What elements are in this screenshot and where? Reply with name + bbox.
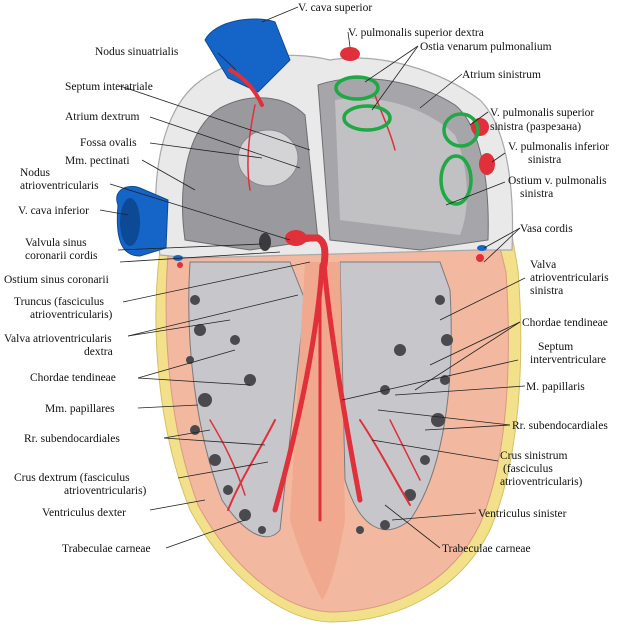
coronary-sinus-ostium	[259, 233, 271, 251]
label-valva-av-dextra-1: Valva atrioventricularis	[4, 333, 112, 345]
label-septum-interatriale: Septum interatriale	[65, 81, 153, 93]
label-ostia-venarum-pulmonalium: Ostia venarum pulmonalium	[420, 41, 552, 53]
label-mm-papillares: Mm. papillares	[45, 403, 115, 415]
label-nodus-sinuatrialis: Nodus sinuatrialis	[95, 46, 179, 58]
label-nodus-av-2: atrioventricularis	[20, 180, 99, 192]
pulmonary-ostia-highlights	[334, 75, 480, 206]
label-valva-av-sinistra-2: atrioventricularis	[530, 272, 609, 284]
label-m-papillaris: M. papillaris	[526, 381, 585, 393]
label-crus-dextrum-1: Crus dextrum (fasciculus	[14, 472, 130, 484]
label-nodus-av-1: Nodus	[20, 167, 51, 179]
label-ostium-v-pulmonalis-2: sinistra	[520, 188, 553, 200]
conduction-system	[209, 68, 421, 522]
label-valva-av-dextra-2: dextra	[84, 346, 113, 358]
label-rr-subendocardiales-left: Rr. subendocardiales	[512, 420, 608, 432]
label-valva-av-sinistra-3: sinistra	[530, 285, 563, 297]
label-v-pulmonalis-superior-sinistra-2: sinistra (разрезана)	[490, 121, 581, 133]
label-rr-subendocardiales-right: Rr. subendocardiales	[24, 433, 120, 445]
label-fossa-ovalis: Fossa ovalis	[80, 137, 137, 149]
label-trabeculae-carneae-right: Trabeculae carneae	[442, 543, 531, 555]
label-valvula-sinus-2: coronarii cordis	[25, 250, 98, 262]
label-crus-sinistrum-1: Crus sinistrum	[500, 450, 567, 462]
label-septum-interventriculare-1: Septum	[538, 341, 573, 353]
fossa-ovalis	[237, 129, 299, 187]
label-chordae-tendineae-right: Chordae tendineae	[30, 372, 116, 384]
label-crus-sinistrum-3: atrioventricularis)	[500, 476, 583, 488]
label-v-pulmonalis-inferior-sinistra-1: V. pulmonalis inferior	[508, 141, 609, 153]
vasa-cordis	[173, 245, 487, 268]
pulmonary-vein-left-inferior	[479, 153, 495, 175]
label-v-cava-inferior: V. cava inferior	[18, 205, 89, 217]
label-valvula-sinus-1: Valvula sinus	[25, 237, 87, 249]
label-trabeculae-carneae-left: Trabeculae carneae	[62, 543, 151, 555]
label-v-pulmonalis-inferior-sinistra-2: sinistra	[528, 154, 561, 166]
pulmonary-vein-right-superior	[340, 47, 360, 61]
label-v-pulmonalis-superior-dextra: V. pulmonalis superior dextra	[348, 27, 484, 39]
label-ostium-v-pulmonalis-1: Ostium v. pulmonalis	[508, 175, 607, 187]
interventricular-septum	[290, 262, 345, 600]
label-atrium-dextrum: Atrium dextrum	[65, 111, 139, 123]
label-ventriculus-dexter: Ventriculus dexter	[42, 507, 126, 519]
label-ostium-sinus-coronarii: Ostium sinus coronarii	[4, 274, 109, 286]
label-vasa-cordis: Vasa cordis	[520, 223, 573, 235]
left-atrium-shade	[335, 98, 467, 236]
label-valva-av-sinistra-1: Valva	[530, 259, 556, 271]
label-chordae-tendineae-left: Chordae tendineae	[522, 317, 608, 329]
label-truncus-1: Truncus (fasciculus	[14, 296, 104, 308]
av-node-knob	[285, 230, 307, 246]
label-truncus-2: atrioventricularis)	[30, 309, 113, 321]
label-v-pulmonalis-superior-sinistra-1: V. pulmonalis superior	[490, 107, 594, 119]
labels: V. cava superior Nodus sinuatrialis V. p…	[4, 2, 609, 555]
label-crus-sinistrum-2: (fasciculus	[503, 463, 553, 475]
label-septum-interventriculare-2: interventriculare	[530, 354, 606, 366]
label-crus-dextrum-2: atrioventricularis)	[64, 485, 147, 497]
right-ventricle-cavity	[188, 261, 306, 538]
label-v-cava-superior: V. cava superior	[298, 2, 372, 14]
vena-cava-superior	[204, 18, 291, 93]
label-mm-pectinati: Mm. pectinati	[65, 155, 130, 167]
leader-lines	[99, 6, 526, 549]
label-ventriculus-sinister: Ventriculus sinister	[478, 508, 567, 520]
label-atrium-sinistrum: Atrium sinistrum	[462, 69, 541, 81]
